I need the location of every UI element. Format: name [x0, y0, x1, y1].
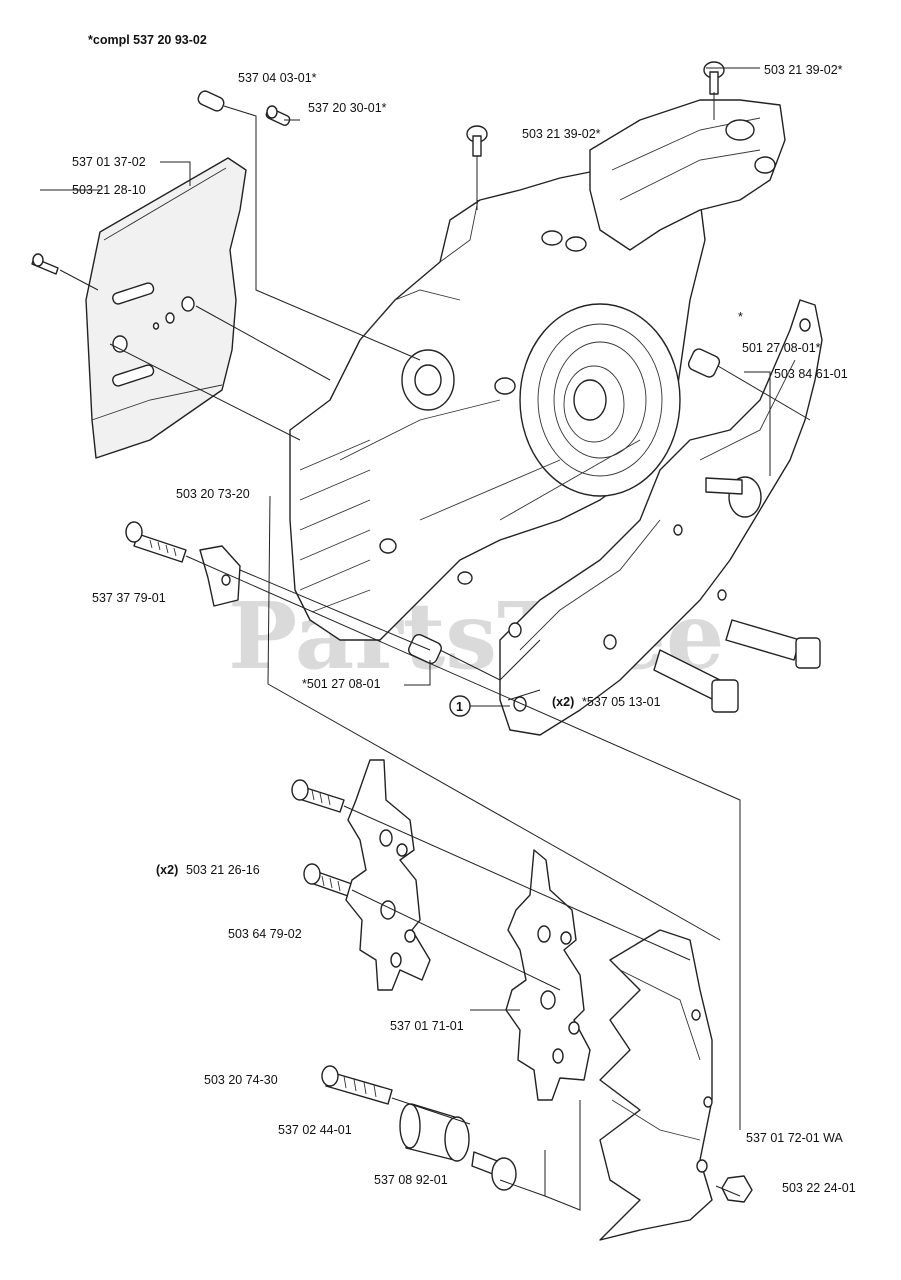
- label-503-20-74-30: 503 20 74-30: [204, 1073, 278, 1087]
- assembly-note: *compl 537 20 93-02: [88, 33, 207, 47]
- label-503-21-39-02-top: 503 21 39-02*: [764, 63, 843, 77]
- crankcase-body: [289, 99, 786, 641]
- label-537-01-72-01-wa: 537 01 72-01 WA: [746, 1131, 843, 1145]
- label-501-27-08-01-left: *501 27 08-01: [302, 677, 381, 691]
- pin-537-20-30: [265, 105, 291, 126]
- label-537-05-13-01: *537 05 13-01: [582, 695, 661, 709]
- screw-guard-plate: [31, 253, 59, 275]
- label-503-21-26-16-qty: (x2): [156, 863, 178, 877]
- screw-503-21-39-02-top: [703, 61, 725, 95]
- label-503-20-73-20: 503 20 73-20: [176, 487, 250, 501]
- bolt-503-21-26-16-upper: [291, 779, 345, 813]
- callout-1: 1: [449, 695, 471, 717]
- crankcase-gasket: [499, 299, 823, 736]
- label-537-05-13-01-qty: (x2): [552, 695, 574, 709]
- label-501-27-08-01-right: 501 27 08-01*: [742, 341, 821, 355]
- washer-537-08-92-01: [471, 1151, 517, 1191]
- bolt-right-upper: [725, 619, 821, 669]
- label-503-21-26-16: 503 21 26-16: [186, 863, 260, 877]
- bolt-503-21-26-16-lower: [303, 863, 353, 897]
- bolt-right-lower: [653, 649, 739, 713]
- bolt-503-20-74-30: [321, 1065, 393, 1105]
- label-537-20-30-01: 537 20 30-01*: [308, 101, 387, 115]
- spike-plate-537-01-71-01: [505, 849, 591, 1101]
- label-537-04-03-01: 537 04 03-01*: [238, 71, 317, 85]
- sleeve-501-27-08-right: [687, 348, 721, 378]
- chain-guard-plate: [85, 157, 247, 459]
- pin-537-04-03: [197, 90, 225, 112]
- label-503-21-39-02-mid: 503 21 39-02*: [522, 127, 601, 141]
- label-503-64-79-02: 503 64 79-02: [228, 927, 302, 941]
- label-503-84-61-01: 503 84 61-01: [774, 367, 848, 381]
- leader-lines: [40, 67, 811, 1211]
- spike-plate-503-64-79-02: [345, 759, 431, 991]
- clip-537-37-79-01: [199, 545, 241, 607]
- spacer-537-02-44-01: [399, 1103, 470, 1162]
- label-537-37-79-01: 537 37 79-01: [92, 591, 166, 605]
- plug-503-84-61-01: [705, 476, 762, 518]
- nut-503-22-24-01: [721, 1175, 753, 1203]
- callout-1-label: 1: [456, 700, 463, 714]
- label-537-08-92-01: 537 08 92-01: [374, 1173, 448, 1187]
- label-asterisk: *: [738, 310, 743, 324]
- label-503-22-24-01: 503 22 24-01: [782, 1181, 856, 1195]
- bolt-503-20-73-20: [125, 521, 187, 563]
- bracket-537-01-72-01: [599, 929, 713, 1241]
- label-537-02-44-01: 537 02 44-01: [278, 1123, 352, 1137]
- label-537-01-71-01: 537 01 71-01: [390, 1019, 464, 1033]
- screw-503-21-39-02-mid: [466, 125, 488, 157]
- label-537-01-37-02: 537 01 37-02: [72, 155, 146, 169]
- label-503-21-28-10: 503 21 28-10: [72, 183, 146, 197]
